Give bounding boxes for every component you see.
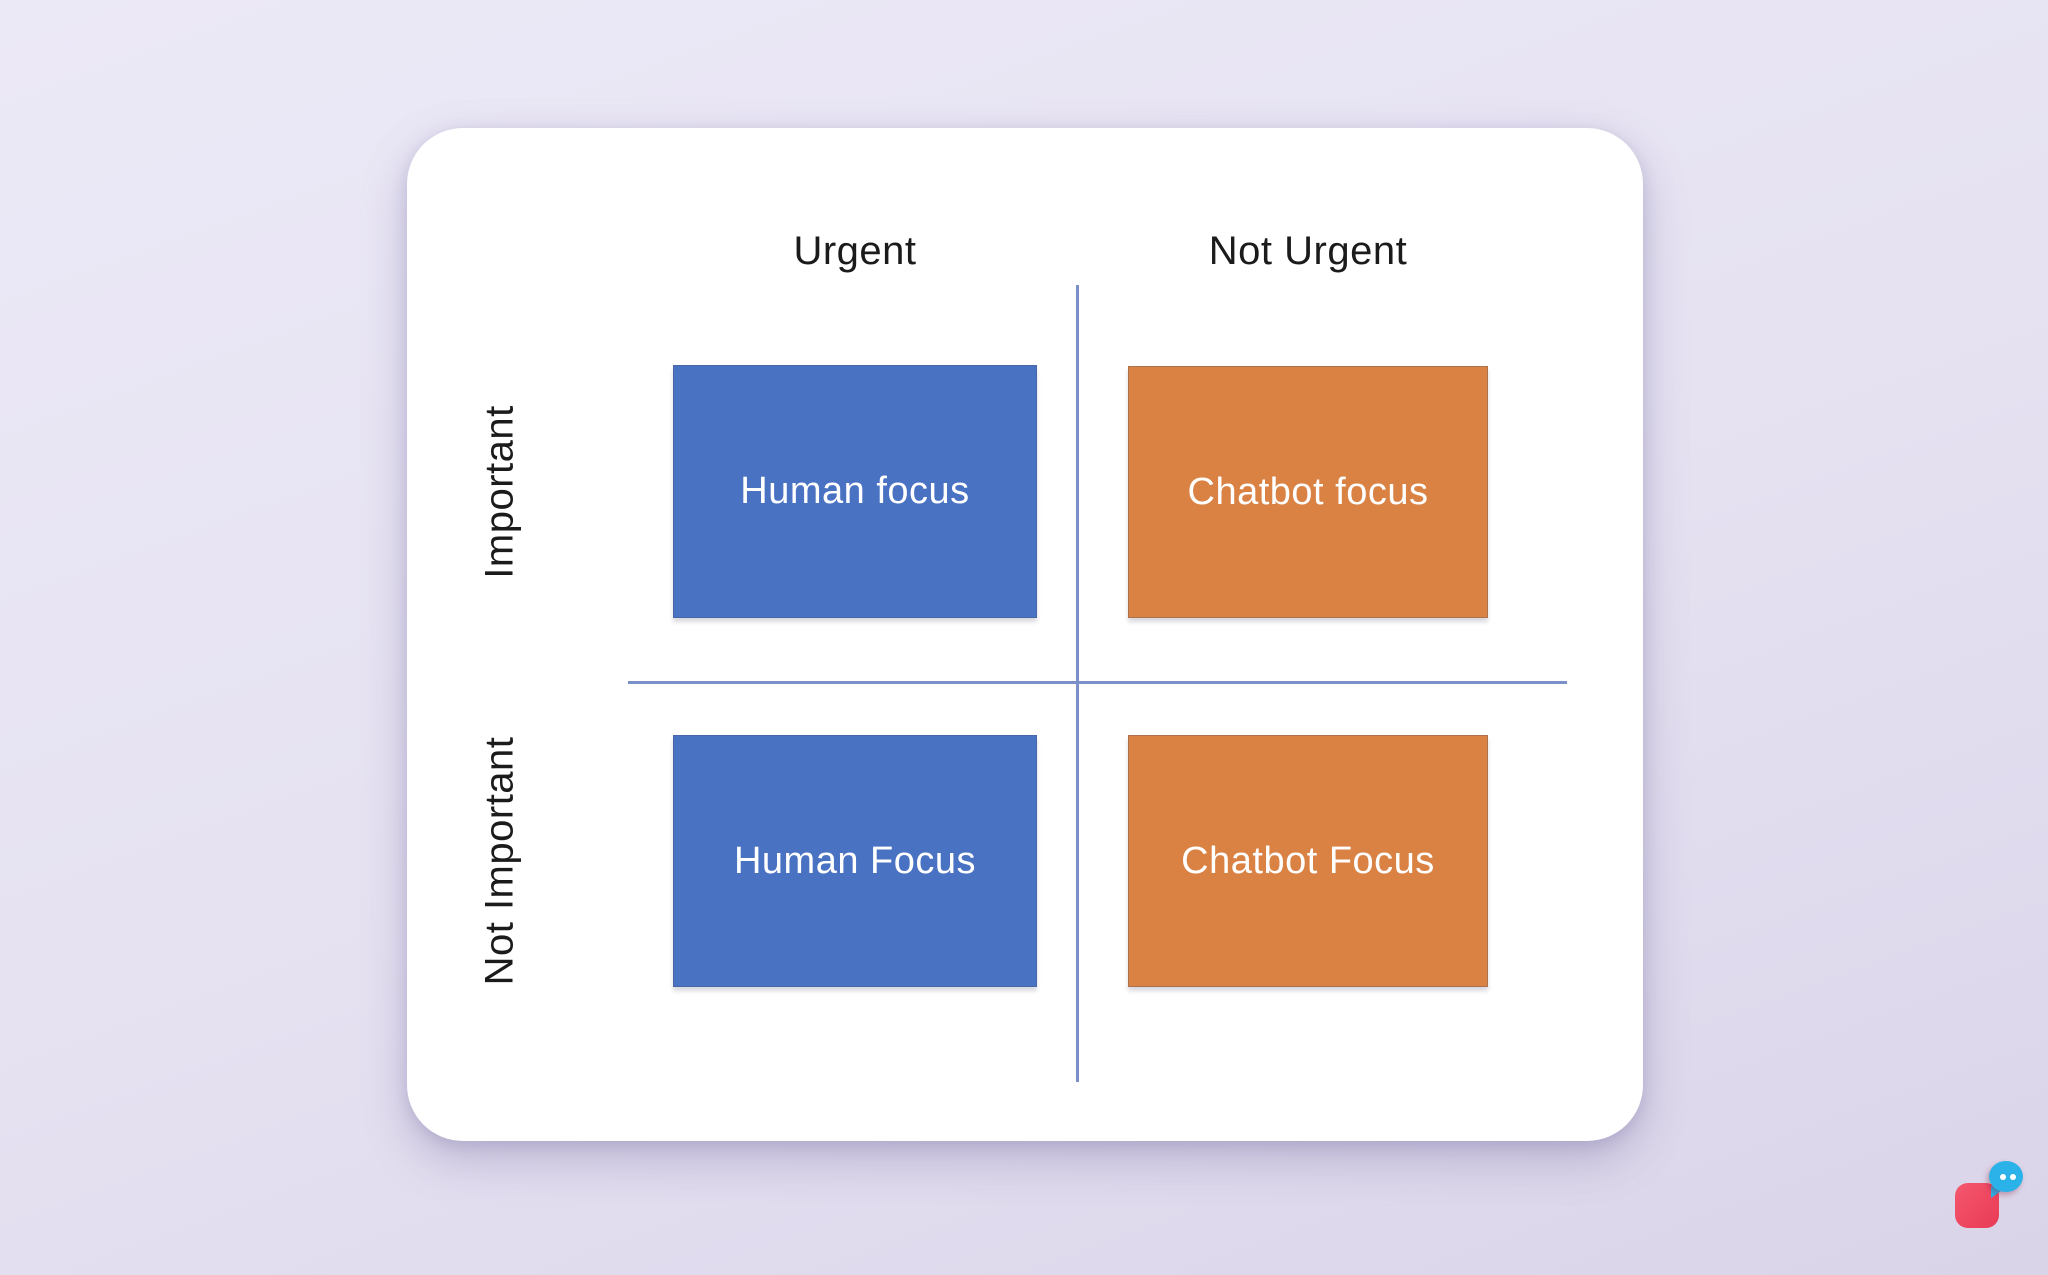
matrix-card (407, 128, 1643, 1141)
quadrant-label: Chatbot focus (1187, 470, 1429, 513)
column-header-not-urgent: Not Urgent (1208, 229, 1408, 273)
quadrant-not-important-urgent: Human Focus (673, 735, 1037, 987)
column-header-urgent: Urgent (793, 229, 917, 273)
speech-bubble-icon (1989, 1161, 2023, 1192)
horizontal-divider-line (628, 681, 1567, 684)
quadrant-label: Chatbot Focus (1181, 839, 1435, 882)
quadrant-not-important-not-urgent: Chatbot Focus (1128, 735, 1488, 987)
row-header-important: Important (477, 405, 522, 579)
row-header-not-important: Not Important (477, 736, 522, 986)
bubble-dot (2000, 1174, 2006, 1180)
quadrant-important-not-urgent: Chatbot focus (1128, 366, 1488, 618)
quadrant-label: Human Focus (733, 839, 977, 882)
bubble-dot (2010, 1174, 2016, 1180)
chatbot-app-logo (1948, 1155, 2038, 1255)
quadrant-label: Human focus (740, 470, 970, 512)
quadrant-important-urgent: Human focus (673, 365, 1037, 618)
